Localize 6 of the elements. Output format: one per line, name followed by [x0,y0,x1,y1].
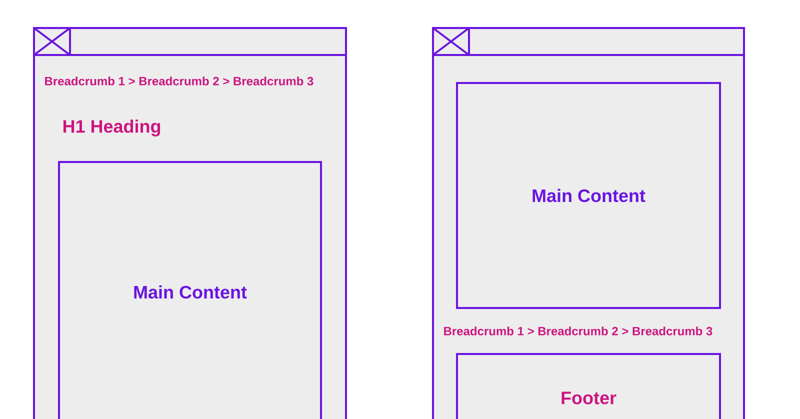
breadcrumb-text: Breadcrumb 1 > Breadcrumb 2 > Breadcrumb 3 [45,76,314,86]
content-box: Main Content [58,161,322,419]
breadcrumb-text: Breadcrumb 1 > Breadcrumb 2 > Breadcrumb 3 [444,326,712,336]
content-box: Main Content [456,82,721,309]
page-heading: H1 Heading [63,120,160,136]
footer-box: Footer [456,353,721,419]
